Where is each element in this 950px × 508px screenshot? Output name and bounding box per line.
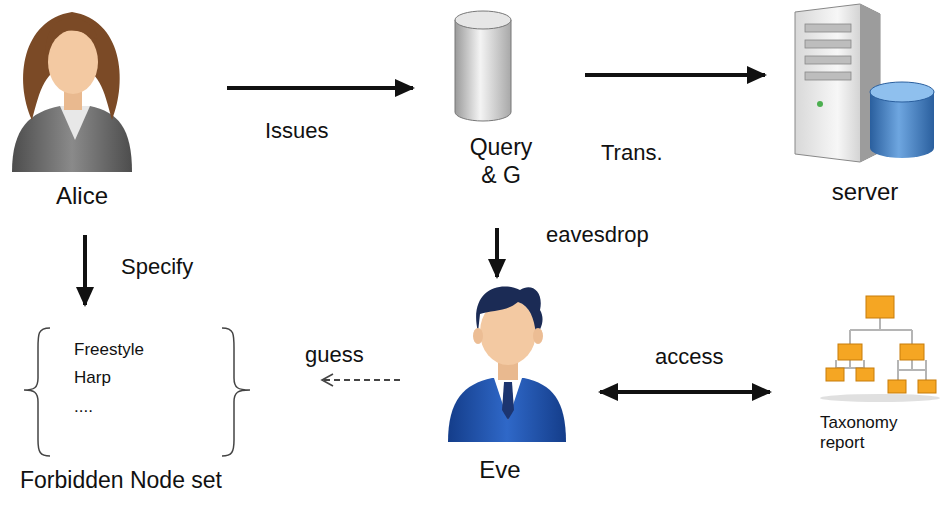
- actor-node: Alice: [0, 0, 215, 225]
- server-node: server: [775, 0, 950, 215]
- set-item: Harp: [74, 368, 214, 388]
- dashed-arrow: [322, 379, 400, 381]
- forbidden-set-node: FreestyleHarp.... Forbidden Node set: [10, 315, 312, 505]
- server-icon: [795, 4, 934, 162]
- set-item: ....: [74, 397, 214, 417]
- taxonomy-label: Taxonomy report: [820, 413, 940, 454]
- arrow: [585, 73, 765, 77]
- actor-node: Eve: [410, 285, 590, 495]
- edge-label: guess: [302, 342, 367, 368]
- arrow: [83, 235, 87, 305]
- set-item: Freestyle: [74, 340, 214, 360]
- edge-label: access: [652, 344, 726, 370]
- server-label: server: [805, 178, 925, 207]
- query-node: Query & G: [425, 0, 575, 220]
- arrow: [495, 228, 499, 277]
- actor-label: Eve: [460, 456, 540, 485]
- set-caption: Forbidden Node set: [20, 467, 310, 495]
- edge-label: Issues: [262, 118, 332, 144]
- taxonomy-tree-icon: [820, 296, 940, 402]
- alice-icon: [12, 12, 132, 172]
- query-label: Query & G: [463, 134, 539, 189]
- arrow: [600, 390, 770, 394]
- right-brace: [222, 328, 250, 456]
- eve-icon: [448, 286, 566, 442]
- left-brace: [24, 328, 50, 456]
- taxonomy-node: Taxonomy report: [780, 285, 950, 490]
- arrow: [227, 86, 413, 90]
- query-cylinder: [455, 11, 511, 121]
- edge-label: Trans.: [598, 140, 666, 166]
- actor-label: Alice: [42, 182, 122, 211]
- edge-label: eavesdrop: [543, 222, 652, 248]
- edge-label: Specify: [118, 254, 196, 280]
